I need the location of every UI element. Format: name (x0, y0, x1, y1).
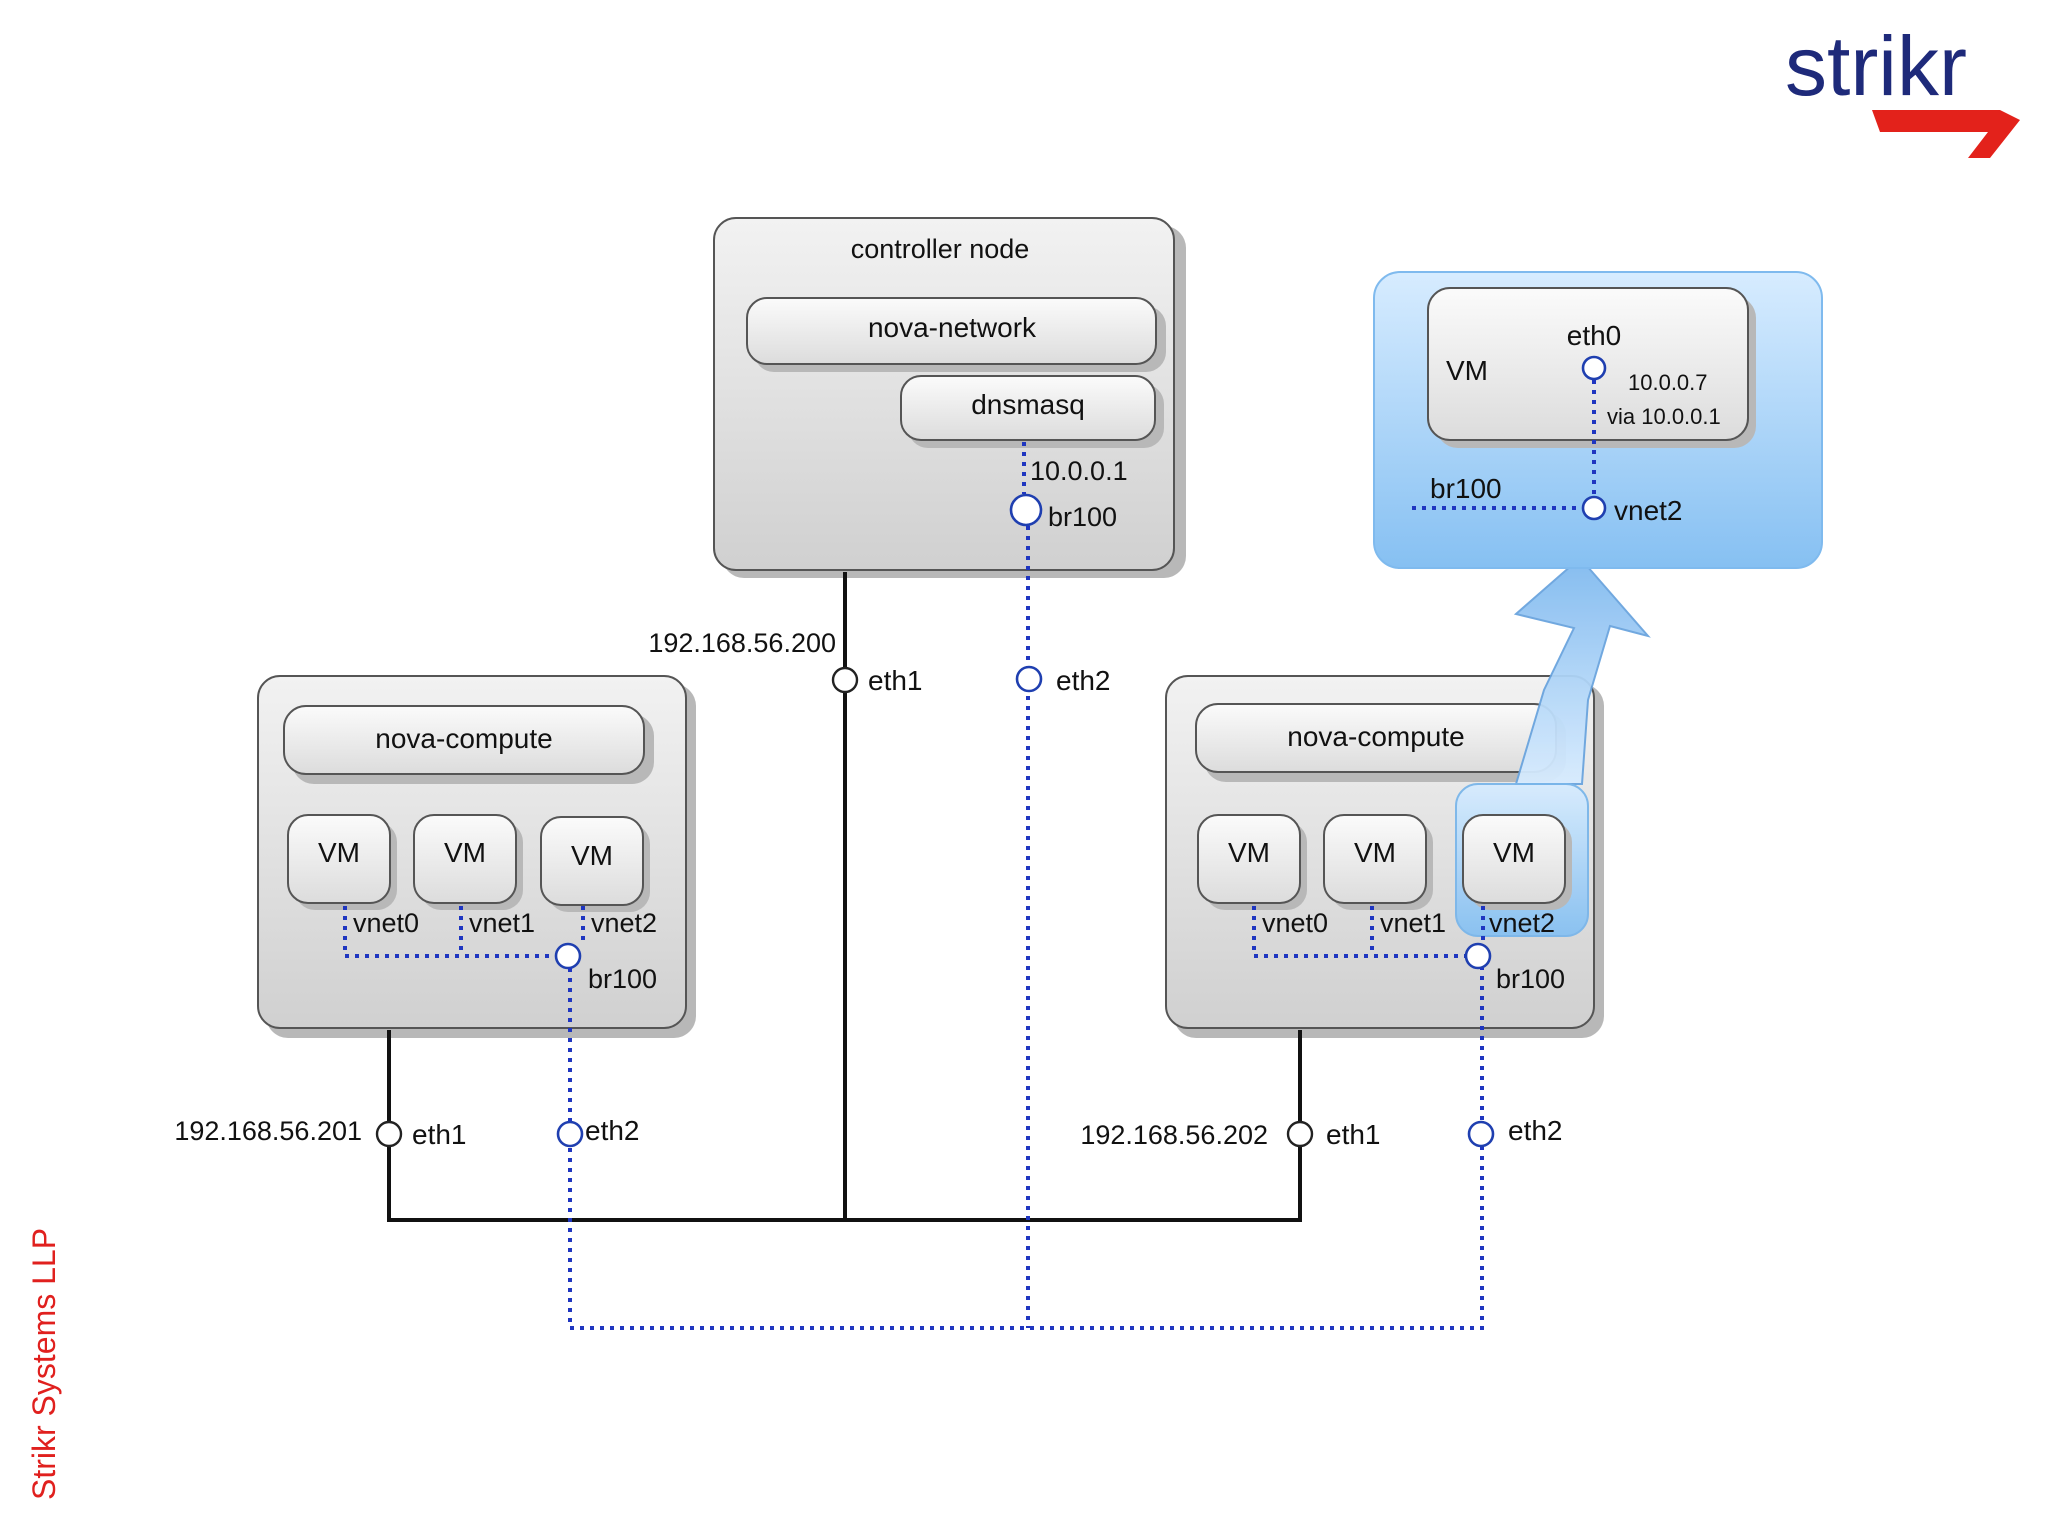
left-eth1-label: eth1 (412, 1119, 467, 1150)
zoom-ip-label: 10.0.0.7 (1628, 370, 1708, 395)
eth1-network: 192.168.56.200 eth1 192.168.56.201 eth1 … (174, 572, 1381, 1222)
controller-ip-label: 10.0.0.1 (1030, 456, 1128, 486)
compute-node-left: nova-compute VM VM VM vnet0 vnet1 vnet2 … (257, 675, 696, 1038)
vm-box-right-0: VM (1197, 814, 1307, 910)
vnet-label: vnet2 (591, 908, 657, 938)
vm-label: VM (318, 837, 360, 868)
zoom-arrow (1513, 556, 1651, 785)
dnsmasq-label: dnsmasq (971, 389, 1085, 420)
brand-swoosh-icon (1872, 110, 2020, 158)
controller-title: controller node (851, 234, 1030, 264)
zoom-vnet-port (1581, 495, 1607, 521)
vnet-label: vnet2 (1489, 908, 1555, 938)
vm-label: VM (1354, 837, 1396, 868)
bridge-label-right: br100 (1496, 964, 1565, 994)
controller-node: controller node nova-network dnsmasq 10.… (713, 217, 1186, 578)
vm-box-left-0: VM (287, 814, 397, 910)
vm-label: VM (1493, 837, 1535, 868)
vm-box-left-1: VM (413, 814, 523, 910)
controller-bridge-label: br100 (1048, 502, 1117, 532)
bridge-label-left: br100 (588, 964, 657, 994)
vm-box-left-2: VM (540, 816, 650, 912)
right-eth1-ip: 192.168.56.202 (1080, 1120, 1268, 1150)
vm-box-right-1: VM (1323, 814, 1433, 910)
nova-compute-box-left: nova-compute (283, 705, 654, 784)
zoom-vnet-label: vnet2 (1614, 495, 1683, 526)
vnet-label: vnet1 (1380, 908, 1446, 938)
zoom-bridge-label: br100 (1430, 473, 1502, 504)
left-eth1-port (375, 1120, 403, 1148)
zoom-vm-label: VM (1446, 355, 1488, 386)
highlighted-vm-right: VM (1455, 783, 1589, 937)
vm-label: VM (1228, 837, 1270, 868)
vm-label: VM (444, 837, 486, 868)
controller-eth1-port (831, 666, 859, 694)
vm-label: VM (571, 840, 613, 871)
left-eth2-label: eth2 (585, 1115, 640, 1146)
compute-node-right: nova-compute VM VM (1165, 675, 1604, 1038)
compute-node-right-net: vnet0 vnet1 vnet2 br100 (1252, 906, 1565, 994)
controller-eth2-port (1015, 665, 1043, 693)
zoom-via-label: via 10.0.0.1 (1607, 404, 1721, 429)
zoom-vm-box: VM eth0 10.0.0.7 via 10.0.0.1 (1427, 287, 1756, 448)
nova-compute-label-left: nova-compute (375, 723, 552, 754)
right-eth1-label: eth1 (1326, 1119, 1381, 1150)
left-eth2-port (556, 1120, 584, 1148)
zoom-panel: VM eth0 10.0.0.7 via 10.0.0.1 br100 vnet… (1373, 271, 1823, 569)
nova-compute-box-right: nova-compute (1195, 703, 1566, 782)
vnet-label: vnet0 (1262, 908, 1328, 938)
bridge-port-right (1464, 942, 1492, 970)
eth2-network: eth2 eth2 eth2 (556, 526, 1563, 1330)
right-eth1-port (1286, 1120, 1314, 1148)
zoom-eth-label: eth0 (1567, 320, 1622, 351)
bridge-port-left (554, 942, 582, 970)
nova-compute-label-right: nova-compute (1287, 721, 1464, 752)
zoom-eth-port (1581, 355, 1607, 381)
dnsmasq-box: dnsmasq (900, 375, 1164, 448)
vnet-label: vnet0 (353, 908, 419, 938)
controller-eth1-label: eth1 (868, 665, 923, 696)
footer-company: Strikr Systems LLP (26, 1227, 62, 1500)
brand-logo: strikr (1785, 19, 2020, 158)
right-eth2-label: eth2 (1508, 1115, 1563, 1146)
brand-wordmark: strikr (1785, 19, 1967, 113)
nova-network-label: nova-network (868, 312, 1037, 343)
left-eth1-ip: 192.168.56.201 (174, 1116, 362, 1146)
right-eth2-port (1467, 1120, 1495, 1148)
vnet-label: vnet1 (469, 908, 535, 938)
controller-bridge-port (1009, 493, 1043, 527)
nova-network-box: nova-network (746, 297, 1166, 372)
controller-eth1-ip: 192.168.56.200 (648, 628, 836, 658)
controller-eth2-label: eth2 (1056, 665, 1111, 696)
